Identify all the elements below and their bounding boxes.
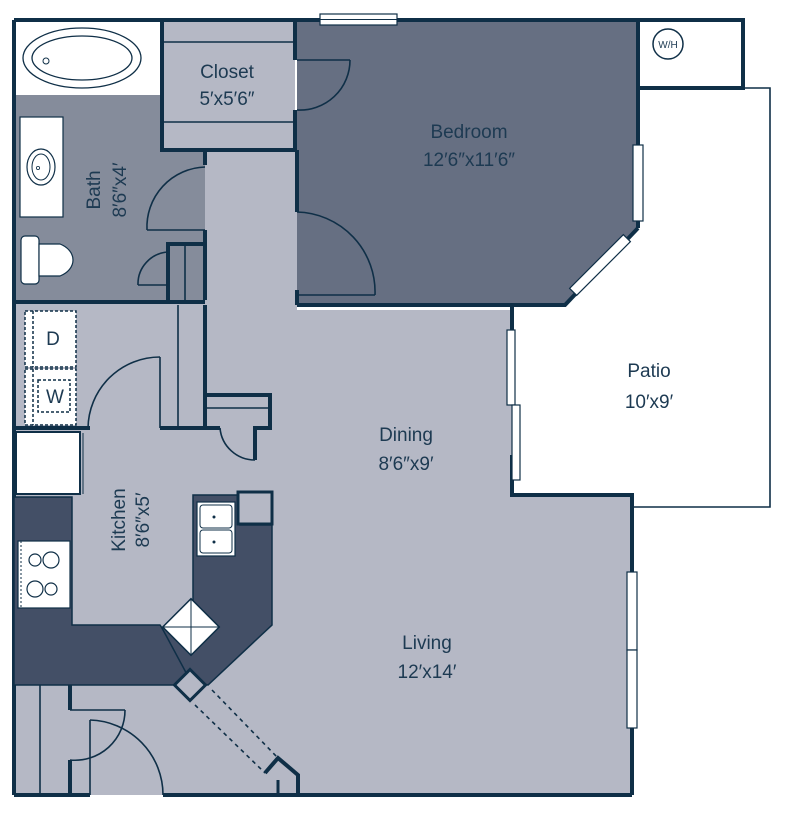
toilet-icon (20, 235, 74, 285)
svg-text:8′6″x5′: 8′6″x5′ (133, 492, 154, 547)
windows (319, 13, 644, 729)
svg-text:Living: Living (402, 633, 452, 654)
svg-text:8′6″x9′: 8′6″x9′ (378, 454, 433, 475)
water-heater-icon: W/H (652, 28, 684, 60)
hallway-floor (205, 150, 297, 310)
svg-text:W/H: W/H (658, 40, 677, 51)
water-heater-closet (638, 20, 743, 88)
kitchen-sink-icon (196, 501, 236, 557)
svg-text:Bath: Bath (84, 170, 105, 209)
dryer-icon: D (24, 310, 77, 368)
svg-text:8′6″x4′: 8′6″x4′ (110, 162, 131, 217)
patio-boundary (632, 87, 771, 508)
room-label-closet: Closet 5′x5′6″ (199, 62, 254, 110)
svg-text:12′6″x11′6″: 12′6″x11′6″ (423, 150, 515, 171)
sink-icon (19, 116, 64, 218)
svg-text:Kitchen: Kitchen (109, 488, 130, 551)
stove-icon (17, 540, 71, 609)
room-label-bedroom: Bedroom 12′6″x11′6″ (423, 122, 515, 171)
column (263, 755, 300, 795)
svg-text:Dining: Dining (379, 425, 433, 446)
bedroom-floor (297, 20, 638, 305)
bathtub-icon (22, 27, 142, 89)
room-label-bath: Bath 8′6″x4′ (84, 162, 131, 217)
door-swings (69, 59, 376, 796)
room-label-kitchen: Kitchen 8′6″x5′ (109, 488, 154, 551)
washer-icon: W (24, 368, 77, 426)
room-label-patio: Patio 10′x9′ (625, 361, 674, 413)
bar-overhang-dashed (194, 689, 279, 774)
room-label-dining: Dining 8′6″x9′ (378, 425, 433, 475)
closet-floor (162, 20, 295, 150)
svg-text:10′x9′: 10′x9′ (625, 392, 674, 413)
svg-text:Bedroom: Bedroom (430, 122, 507, 143)
svg-text:5′x5′6″: 5′x5′6″ (199, 89, 254, 110)
svg-text:Patio: Patio (627, 361, 670, 382)
svg-text:D: D (46, 329, 60, 350)
svg-text:Closet: Closet (200, 62, 255, 83)
refrigerator-icon (15, 431, 84, 495)
svg-text:12′x14′: 12′x14′ (398, 662, 457, 683)
svg-text:W: W (46, 387, 64, 408)
room-label-living: Living 12′x14′ (398, 633, 457, 683)
